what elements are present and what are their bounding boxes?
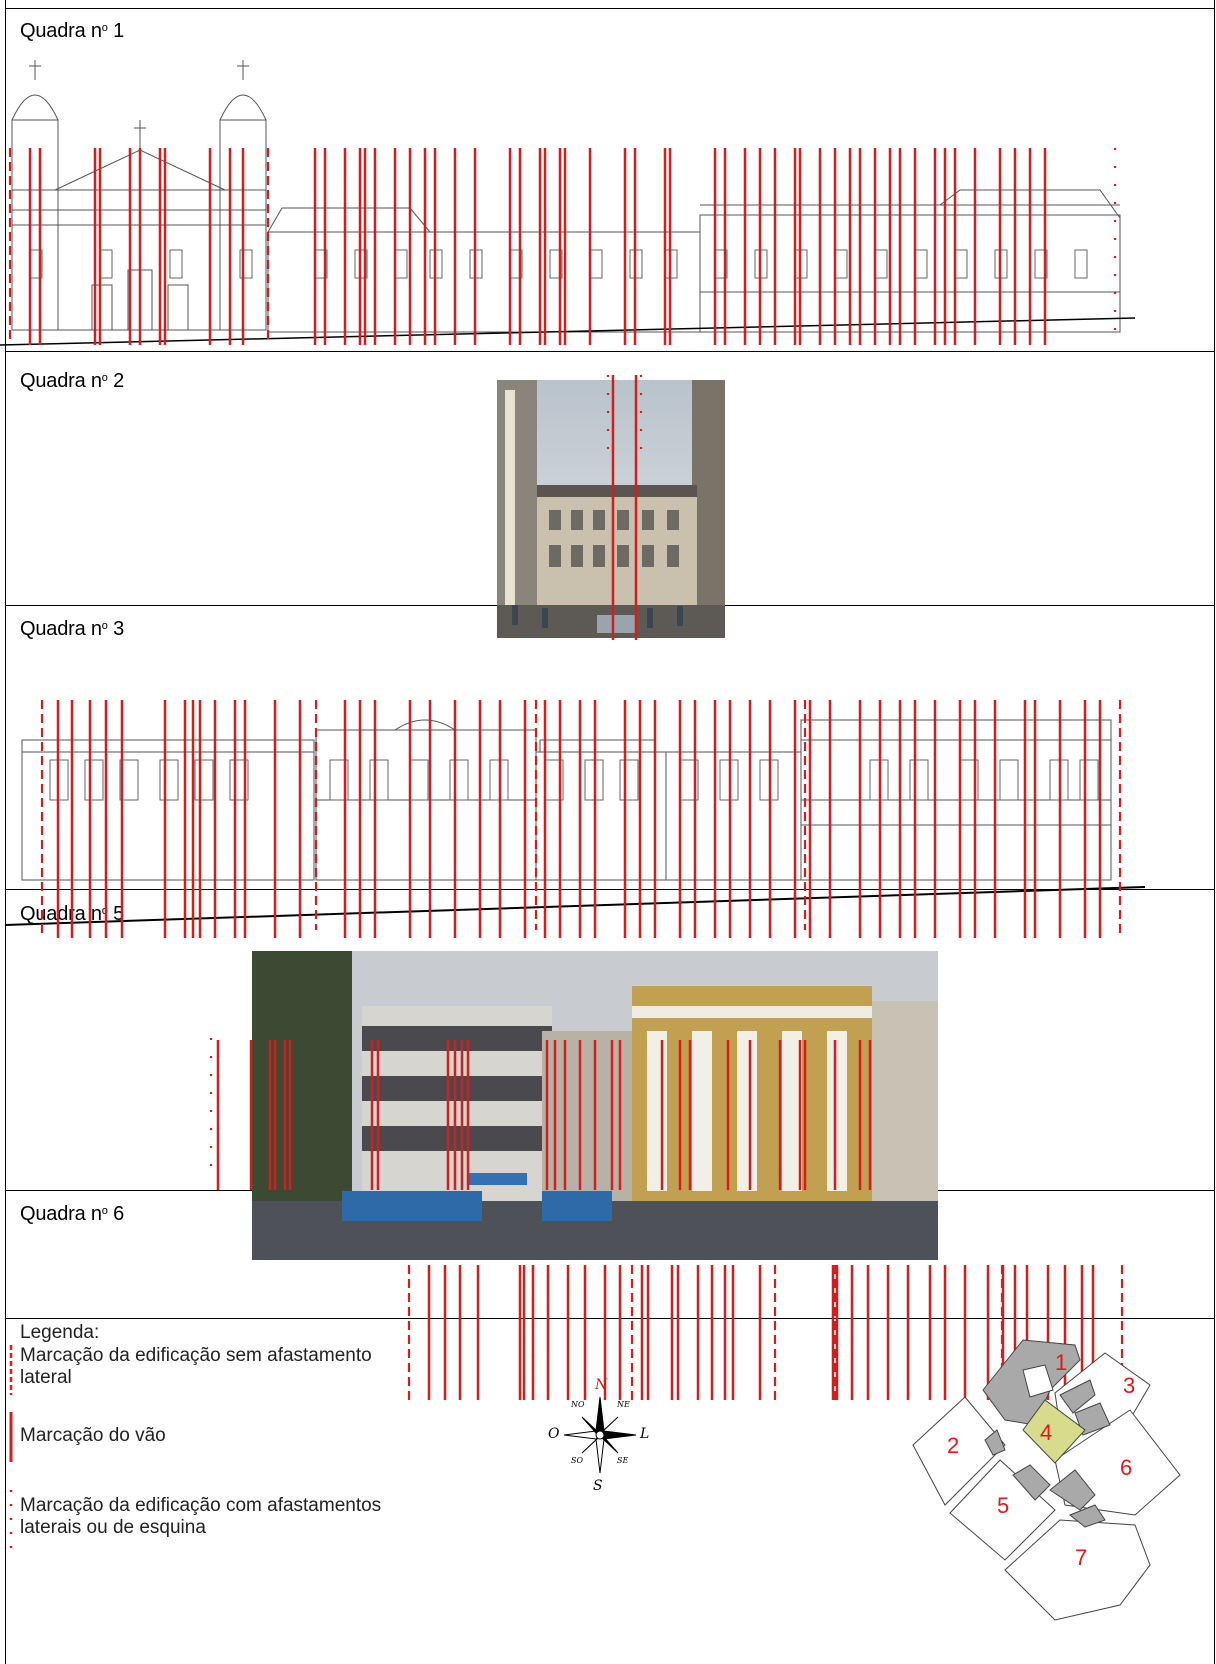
- compass-l: L: [639, 1426, 649, 1442]
- lot-label-7: 7: [1075, 1545, 1087, 1570]
- lot-2: [912, 1396, 1006, 1506]
- compass-o: O: [548, 1426, 560, 1442]
- quadra-3-facade-drawing: [4, 700, 1146, 938]
- legend-item-2-text: Marcação do vão: [20, 1425, 166, 1446]
- facade-window: [549, 249, 563, 279]
- lot-label-3: 3: [1123, 1373, 1135, 1398]
- facade-window: [84, 759, 104, 801]
- quadra-1-facade-drawing: [0, 60, 1136, 346]
- row-legend: [5, 1318, 1215, 1319]
- quadra-5-markers: [209, 1038, 872, 1190]
- quadra-2-photo: [497, 380, 725, 638]
- facade-window: [449, 759, 469, 801]
- lot-label-2: 2: [947, 1433, 959, 1458]
- lot-7: [1004, 1519, 1151, 1621]
- facade-window: [619, 759, 639, 801]
- legend-title: Legenda:: [20, 1322, 100, 1343]
- lot-5: [949, 1459, 1056, 1561]
- quadra-2-label: Quadra no 2: [20, 370, 125, 392]
- compass-so: SO: [571, 1456, 583, 1465]
- facade-window: [159, 759, 179, 801]
- lot-label-1: 1: [1055, 1350, 1067, 1375]
- facade-window: [119, 759, 139, 801]
- compass-n: N: [594, 1377, 608, 1393]
- facade-window: [1079, 759, 1099, 801]
- legend-symbol-dashed: [9, 1345, 13, 1395]
- quadra-2-markers: [606, 375, 643, 640]
- lot-label-5: 5: [997, 1493, 1009, 1518]
- facade-window: [194, 759, 214, 801]
- lot-4: [1022, 1399, 1086, 1464]
- facade-window: [909, 759, 929, 801]
- facade-window: [999, 759, 1019, 801]
- compass-no: NO: [570, 1400, 585, 1409]
- compass-rose-icon: N S O L NO NE SO SE: [548, 1377, 649, 1494]
- legend-symbol-solid: [9, 1412, 13, 1462]
- quadra-3-label: Quadra no 3: [20, 618, 125, 640]
- facade-window: [239, 249, 253, 279]
- row-quadra-1: [5, 8, 1215, 9]
- lot-label-4: 4: [1040, 1420, 1052, 1445]
- compass-s: S: [593, 1478, 603, 1494]
- legend-symbol-dotted: [9, 1490, 13, 1550]
- facade-window: [169, 249, 183, 279]
- facade-window: [369, 759, 389, 801]
- facade-window: [1074, 249, 1088, 279]
- figure-frame: [5, 0, 1215, 1664]
- facade-window: [1034, 249, 1048, 279]
- quadra-1-label: Quadra no 1: [20, 20, 125, 42]
- lot-label-6: 6: [1120, 1455, 1132, 1480]
- compass-ne: NE: [616, 1400, 630, 1409]
- quadra-6-markers: [407, 1265, 1124, 1400]
- quadra-6-label: Quadra no 6: [20, 1203, 125, 1225]
- facade-window: [229, 759, 249, 801]
- row-quadra-2: [5, 351, 1215, 352]
- compass-se: SE: [617, 1456, 628, 1465]
- facade-window: [329, 759, 349, 801]
- row-quadra-5: [5, 889, 1215, 890]
- site-map: 1 2 3 4 5 6 7: [912, 1339, 1181, 1621]
